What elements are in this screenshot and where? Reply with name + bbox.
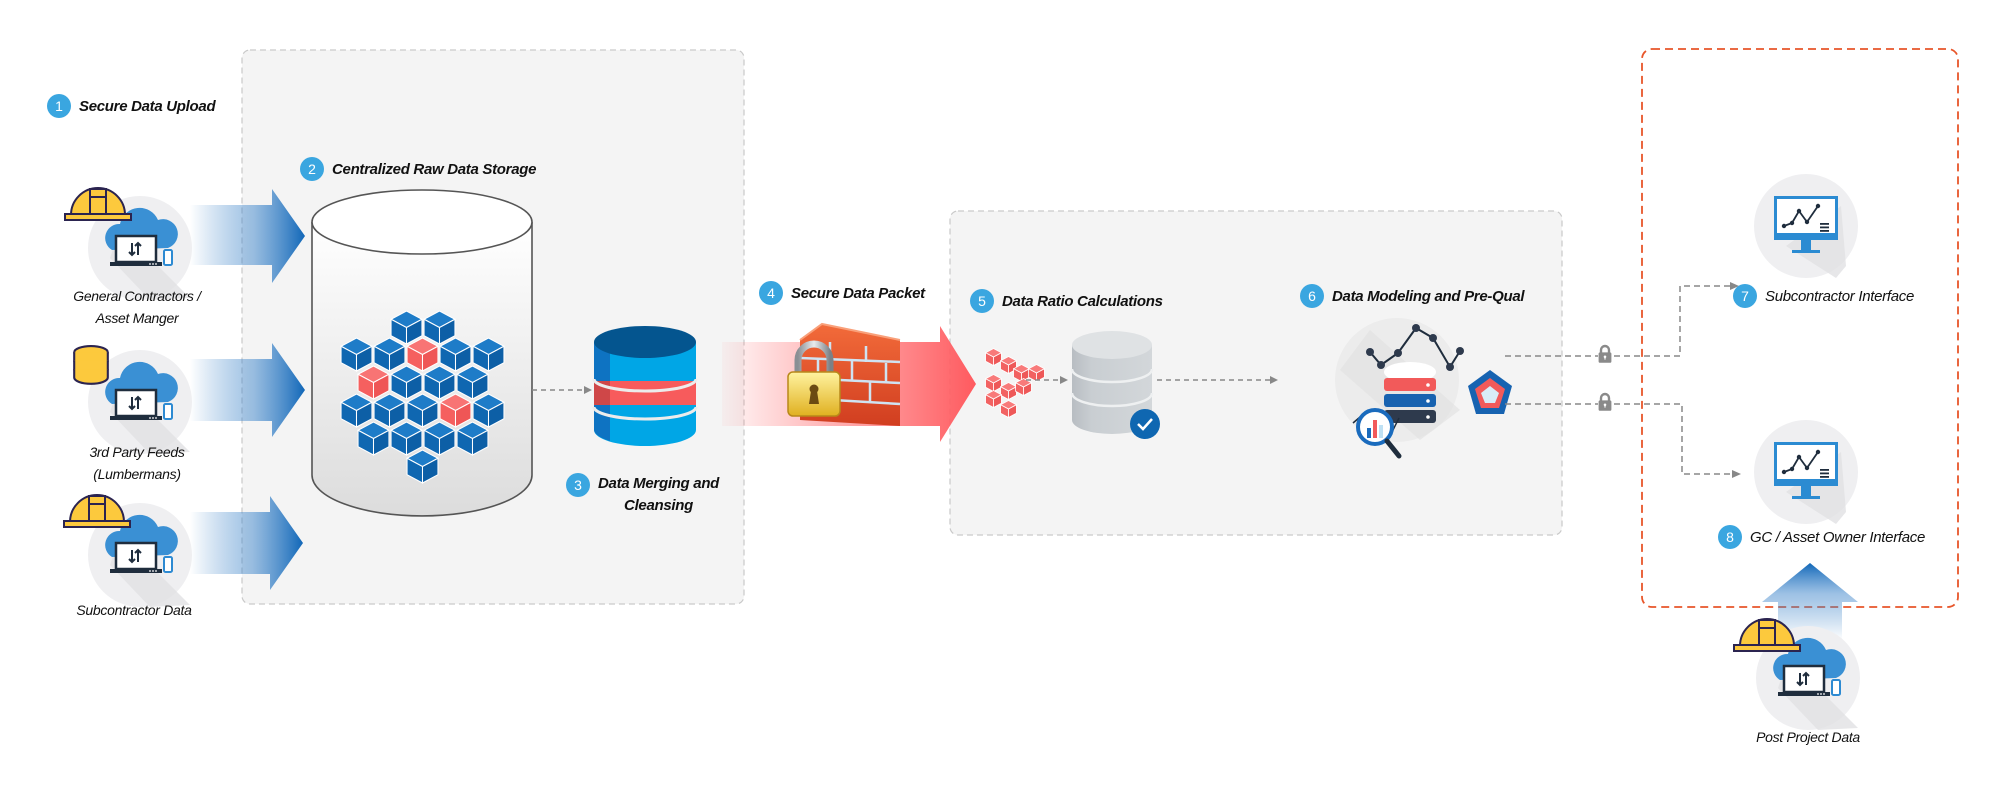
step-title: Data Modeling and Pre-Qual [1332,287,1525,305]
step-badge: 7 [1733,284,1757,308]
step-title: Centralized Raw Data Storage [332,160,537,178]
source-general-contractors-icon [64,187,194,302]
firewall-lock-icon [787,322,901,426]
red-ratio-cube [985,390,1002,408]
step-6-data-modeling: 6 Data Modeling and Pre-Qual [1300,284,1525,308]
input-arrow-2 [190,343,305,437]
step-badge: 8 [1718,525,1742,549]
validated-database-icon [1070,331,1160,439]
source-subcontractor-icon [63,494,194,609]
step-8-gc-asset-owner-interface: 8 GC / Asset Owner Interface [1718,525,1925,549]
step-title: GC / Asset Owner Interface [1750,528,1926,546]
post-project-data-label: Post Project Data [1756,729,1860,745]
step-badge: 1 [47,94,71,118]
gc-interface-monitor-icon [1753,419,1859,525]
red-ratio-cube [985,374,1002,392]
subcontractor-interface-monitor-icon [1753,173,1859,279]
step-badge: 5 [970,289,994,313]
step-1-secure-data-upload: 1 Secure Data Upload [47,94,216,118]
step-7-subcontractor-interface: 7 Subcontractor Interface [1733,284,1914,308]
step-title: Data Merging and Cleansing [598,475,720,514]
connector-db-to-modeling [1157,376,1278,384]
source-3rd-party-feeds-icon [73,345,194,456]
red-ratio-cube [1000,400,1017,418]
step-title: Secure Data Packet [791,284,925,302]
connector-storage-to-merge [532,386,592,394]
connector-modeling-to-subcontractor [1505,282,1739,357]
source-label-3rd-party-feeds: 3rd Party Feeds (Lumbermans) [89,444,185,482]
post-project-up-arrow [1762,563,1858,640]
red-ratio-cube [1015,378,1032,396]
red-ratio-cube [1000,382,1017,400]
step-badge: 3 [566,473,590,497]
step-3-data-merging: 3 Data Merging and Cleansing [566,473,719,517]
source-label-subcontractor-data: Subcontractor Data [76,602,192,618]
step-title: Data Ratio Calculations [1002,292,1163,310]
step-title: Secure Data Upload [79,97,216,115]
step-badge: 2 [300,157,324,181]
lock-icon [1597,392,1613,412]
red-ratio-cube [1013,364,1030,382]
red-ratio-cube [985,348,1002,366]
source-label-general-contractors: General Contractors / Asset Manger [73,288,201,326]
step-title: Subcontractor Interface [1765,287,1915,305]
connector-ratio-to-db [1026,376,1068,384]
data-modeling-icon [1335,318,1512,459]
connector-modeling-to-gc-interface [1505,403,1741,478]
step-2-centralized-raw-data-storage: 2 Centralized Raw Data Storage [300,157,536,181]
red-ratio-cube [1028,364,1045,382]
input-arrow-1 [190,189,305,283]
step-5-data-ratio-calculations: 5 Data Ratio Calculations [970,289,1163,313]
lock-icon [1597,344,1613,364]
input-arrow-3 [190,496,303,590]
interfaces-panel [1641,48,1959,608]
step-4-secure-data-packet: 4 Secure Data Packet [759,281,925,305]
merged-database-icon [592,326,698,446]
step-badge: 4 [759,281,783,305]
step-badge: 6 [1300,284,1324,308]
